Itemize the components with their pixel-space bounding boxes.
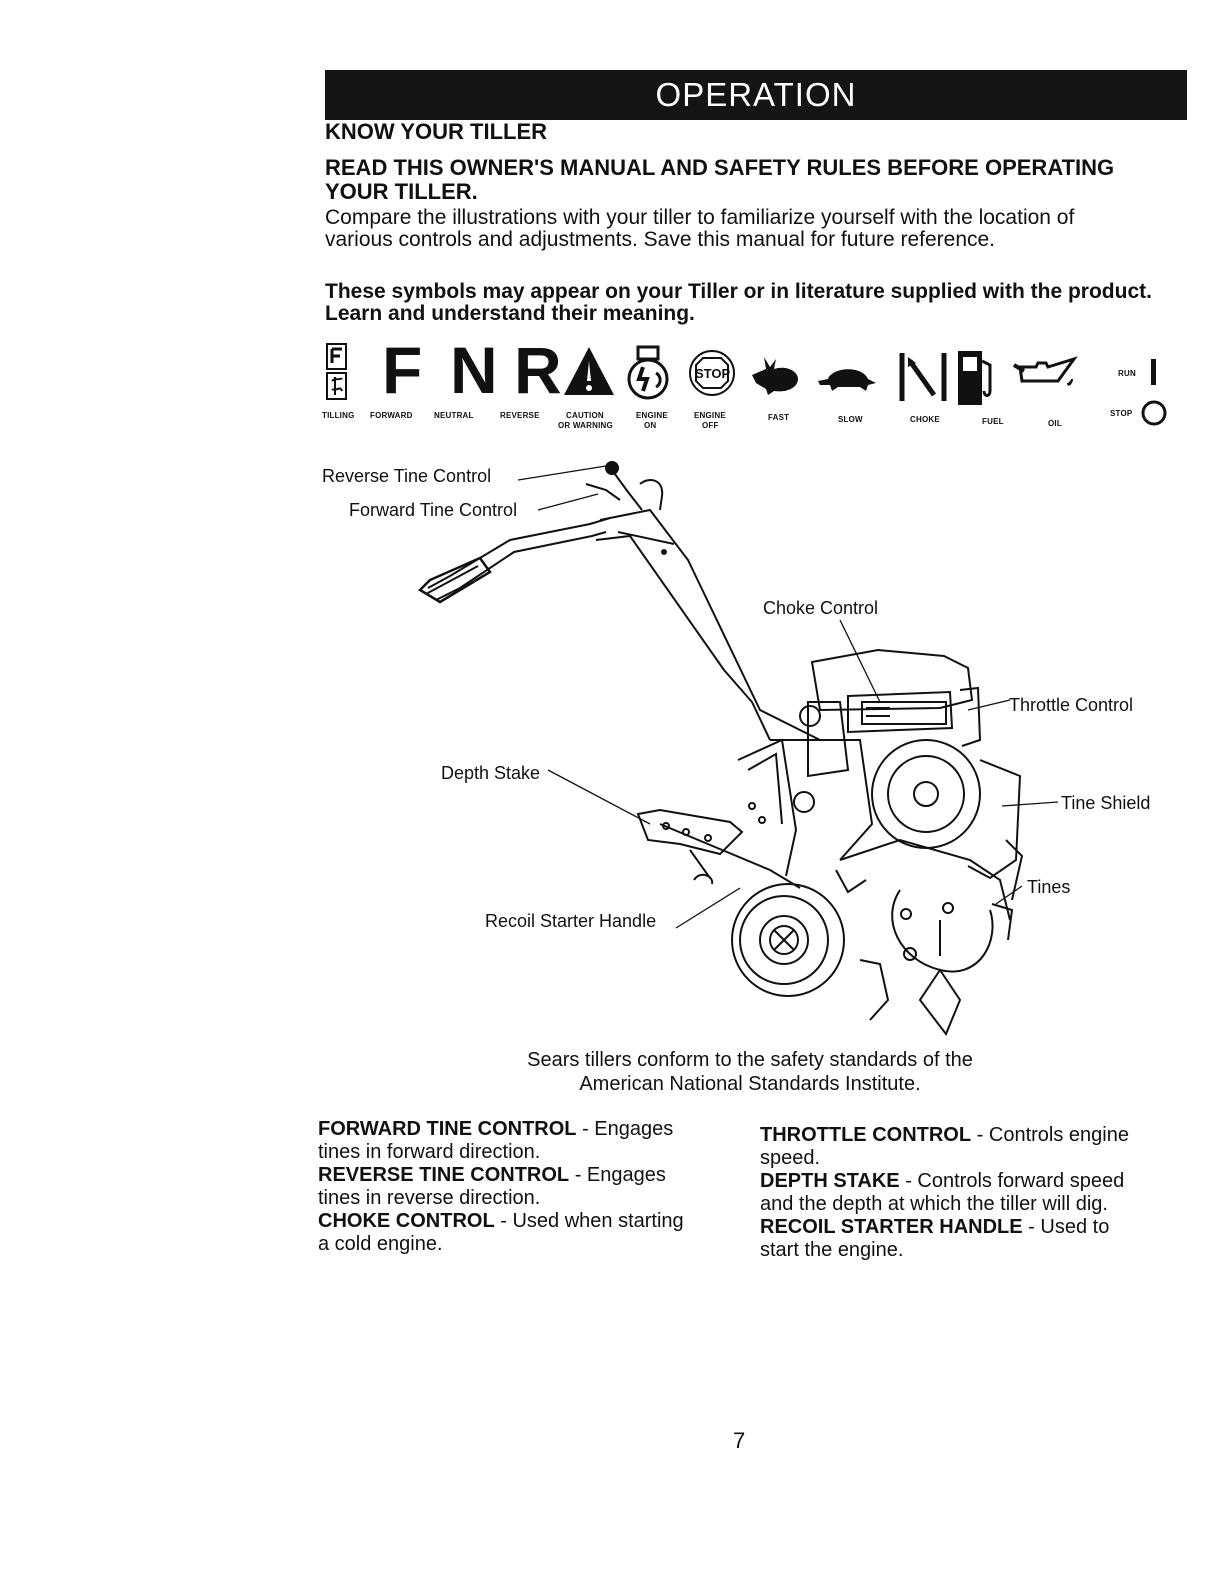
description-term: DEPTH STAKE xyxy=(760,1170,900,1192)
choke-label: CHOKE xyxy=(910,415,940,424)
description-item: REVERSE TINE CONTROL - Engages tines in … xyxy=(318,1164,748,1210)
description-term: REVERSE TINE CONTROL xyxy=(318,1164,570,1186)
turtle-icon xyxy=(818,369,876,391)
description-term: RECOIL STARTER HANDLE xyxy=(760,1216,1023,1238)
intro-paragraph: Compare the illustrations with your till… xyxy=(325,207,1185,251)
section-banner: OPERATION xyxy=(325,70,1187,120)
description-item: CHOKE CONTROL - Used when starting a col… xyxy=(318,1210,748,1256)
oil-label: OIL xyxy=(1048,419,1062,428)
conformance-note: Sears tillers conform to the safety stan… xyxy=(440,1048,1060,1096)
caution-icon xyxy=(564,347,614,395)
descriptions-left: FORWARD TINE CONTROL - Engages tines in … xyxy=(318,1118,748,1256)
tine-shield-label: Tine Shield xyxy=(1061,793,1151,813)
warning-label: OR WARNING xyxy=(558,421,613,430)
description-separator: - xyxy=(971,1124,989,1146)
choke-control-label: Choke Control xyxy=(763,598,879,618)
forward-label: FORWARD xyxy=(370,411,413,420)
warning-line: READ THIS OWNER'S MANUAL AND SAFETY RULE… xyxy=(325,155,1115,180)
fuel-pump-icon xyxy=(958,351,992,405)
fuel-label: FUEL xyxy=(982,417,1004,426)
reverse-label: REVERSE xyxy=(500,411,540,420)
depth-stake-label: Depth Stake xyxy=(441,763,541,783)
description-text: Used when starting xyxy=(512,1210,684,1232)
throttle-control-label: Throttle Control xyxy=(1009,695,1134,715)
stop-sign-text: STOP xyxy=(695,366,731,381)
description-item: RECOIL STARTER HANDLE - Used to start th… xyxy=(760,1216,1190,1262)
description-item: FORWARD TINE CONTROL - Engages tines in … xyxy=(318,1118,748,1164)
tilling-label: TILLING xyxy=(322,411,355,420)
fast-label: FAST xyxy=(768,413,790,422)
slow-label: SLOW xyxy=(838,415,863,424)
neutral-label: NEUTRAL xyxy=(434,411,474,420)
warning-line: YOUR TILLER. xyxy=(325,179,478,204)
reverse-tine-control-label: Reverse Tine Control xyxy=(322,466,492,486)
description-text: tines in reverse direction. xyxy=(318,1187,541,1209)
reverse-symbol: R xyxy=(514,333,562,407)
description-text: Engages xyxy=(594,1118,674,1140)
symbols-row: F N R STOP RUN xyxy=(322,337,1192,443)
stop-circle-icon xyxy=(1141,400,1167,426)
forward-tine-control-label: Forward Tine Control xyxy=(349,500,518,520)
description-separator: - xyxy=(1022,1216,1041,1238)
caution-label: CAUTION xyxy=(566,411,604,420)
page-number: 7 xyxy=(733,1428,746,1453)
stop-label: STOP xyxy=(1110,409,1133,418)
description-term: CHOKE CONTROL xyxy=(318,1210,495,1232)
engine-on-icon xyxy=(627,345,669,400)
oil-can-icon xyxy=(1012,356,1078,386)
intro-line: Compare the illustrations with your till… xyxy=(325,206,1075,229)
description-text: a cold engine. xyxy=(318,1233,443,1255)
description-text: speed. xyxy=(760,1147,821,1169)
description-term: FORWARD TINE CONTROL xyxy=(318,1118,577,1140)
description-separator: - xyxy=(494,1210,513,1232)
description-item: THROTTLE CONTROL - Controls engine speed… xyxy=(760,1124,1190,1170)
engine-off-label: ENGINE xyxy=(694,411,726,420)
description-separator: - xyxy=(899,1170,918,1192)
symbols-intro: These symbols may appear on your Tiller … xyxy=(325,281,1195,325)
description-text: tines in forward direction. xyxy=(318,1141,541,1163)
recoil-starter-handle-label: Recoil Starter Handle xyxy=(485,911,657,931)
intro-line: various controls and adjustments. Save t… xyxy=(325,228,996,251)
descriptions-right: THROTTLE CONTROL - Controls engine speed… xyxy=(760,1124,1190,1262)
description-text: Controls forward speed xyxy=(917,1170,1125,1192)
run-icon xyxy=(1151,359,1156,385)
rabbit-icon xyxy=(752,357,798,395)
engine-off-label-2: OFF xyxy=(702,421,719,430)
tines-label: Tines xyxy=(1027,877,1071,897)
description-text: Controls engine xyxy=(988,1124,1129,1146)
choke-icon xyxy=(899,353,947,401)
description-text: start the engine. xyxy=(760,1239,904,1261)
tilling-icon xyxy=(326,343,347,400)
engine-off-icon xyxy=(689,350,735,396)
description-separator: - xyxy=(576,1118,595,1140)
forward-symbol: F xyxy=(382,333,423,407)
section-heading: KNOW YOUR TILLER xyxy=(325,119,548,144)
description-item: DEPTH STAKE - Controls forward speed and… xyxy=(760,1170,1190,1216)
tiller-diagram xyxy=(417,461,1059,1036)
engine-on-label-2: ON xyxy=(644,421,657,430)
symbols-line: These symbols may appear on your Tiller … xyxy=(325,280,1152,303)
engine-on-label: ENGINE xyxy=(636,411,668,420)
description-separator: - xyxy=(569,1164,587,1186)
symbols-line: Learn and understand their meaning. xyxy=(325,302,695,325)
run-label: RUN xyxy=(1118,369,1136,378)
neutral-symbol: N xyxy=(450,333,498,407)
warning-text: READ THIS OWNER'S MANUAL AND SAFETY RULE… xyxy=(325,156,1185,204)
description-term: THROTTLE CONTROL xyxy=(760,1124,972,1146)
description-text: and the depth at which the tiller will d… xyxy=(760,1193,1108,1215)
conformance-line: Sears tillers conform to the safety stan… xyxy=(527,1049,973,1071)
description-text: Used to xyxy=(1040,1216,1110,1238)
conformance-line: American National Standards Institute. xyxy=(579,1073,921,1095)
description-text: Engages xyxy=(586,1164,666,1186)
